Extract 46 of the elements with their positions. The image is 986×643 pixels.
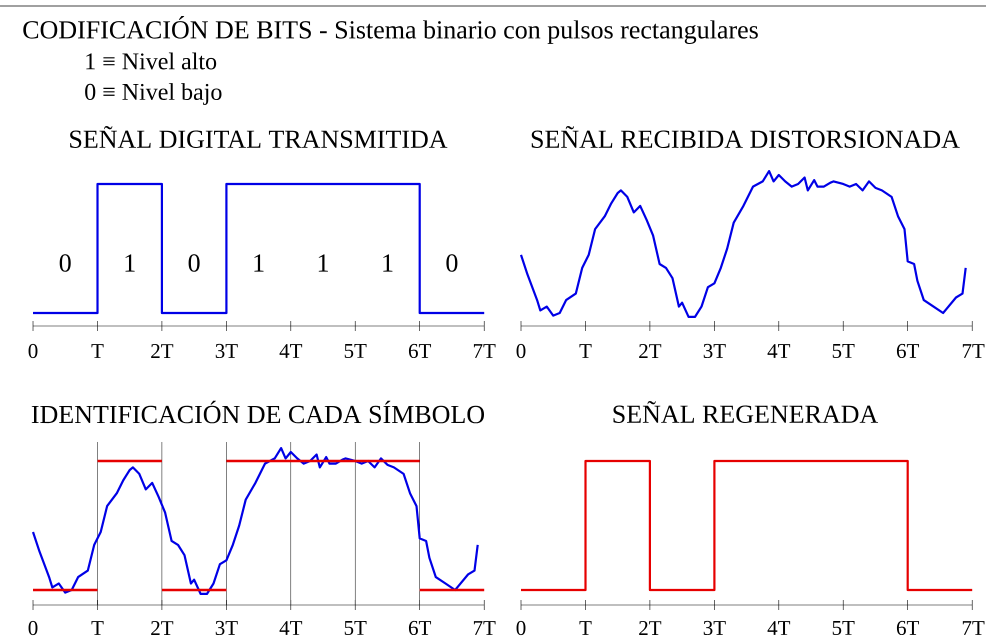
tick-label: 0: [516, 620, 526, 636]
tick-label: 7T: [474, 621, 496, 635]
bit-value: 0: [188, 254, 200, 272]
tick-label: 3T: [704, 344, 726, 358]
tick-label: T: [91, 621, 104, 635]
legend-note: 1 ≡ Nivel alto: [86, 52, 216, 70]
tick-label: 5T: [832, 621, 855, 635]
tick-label: 2T: [151, 344, 174, 358]
tick-label: 4T: [768, 344, 790, 358]
tick-label: 2T: [151, 621, 174, 635]
panel-title: SEÑAL REGENERADA: [614, 401, 878, 423]
tick-label: 0: [28, 620, 38, 636]
tick-label: 3T: [704, 620, 726, 636]
tick-label: 5T: [344, 344, 367, 358]
tick-label: 2T: [639, 344, 662, 358]
tick-label: 4T: [768, 621, 790, 635]
tick-label: 6T: [408, 620, 432, 636]
panel-title: SEÑAL RECIBIDA DISTORSIONADA: [532, 126, 960, 148]
panel-title: IDENTIFICACIÓN DE CADA SÍMBOLO: [32, 400, 484, 424]
title: CODIFICACIÓN DE BITS - Sistema binario con pulsos rectangulares: [23, 16, 758, 44]
tick-label: 2T: [639, 621, 662, 635]
tick-label: 5T: [344, 621, 367, 635]
tick-label: 3T: [216, 344, 238, 358]
tick-label: 0: [516, 344, 526, 358]
bit-value: 0: [446, 254, 458, 272]
tick-label: 7T: [962, 344, 984, 358]
tick-label: 4T: [280, 621, 302, 635]
tick-label: T: [579, 621, 592, 635]
tick-label: 0: [28, 344, 38, 358]
tick-label: 6T: [408, 344, 432, 358]
tick-label: 7T: [474, 344, 496, 358]
tick-label: 3T: [216, 620, 238, 636]
panel-title: SEÑAL DIGITAL TRANSMITIDA: [70, 126, 448, 148]
bit-value: 1: [126, 254, 135, 272]
legend-note: 0 ≡ Nivel bajo: [85, 83, 222, 105]
tick-label: T: [91, 344, 104, 358]
tick-label: 6T: [896, 344, 920, 358]
tick-label: T: [579, 344, 592, 358]
bit-value: 1: [318, 254, 328, 272]
tick-label: 6T: [896, 620, 920, 636]
bit-value: 0: [60, 254, 71, 272]
bit-value: 1: [254, 254, 264, 272]
tick-label: 4T: [280, 344, 302, 358]
tick-label: 7T: [962, 621, 984, 635]
bit-value: 1: [383, 254, 392, 272]
tick-label: 5T: [832, 344, 855, 358]
